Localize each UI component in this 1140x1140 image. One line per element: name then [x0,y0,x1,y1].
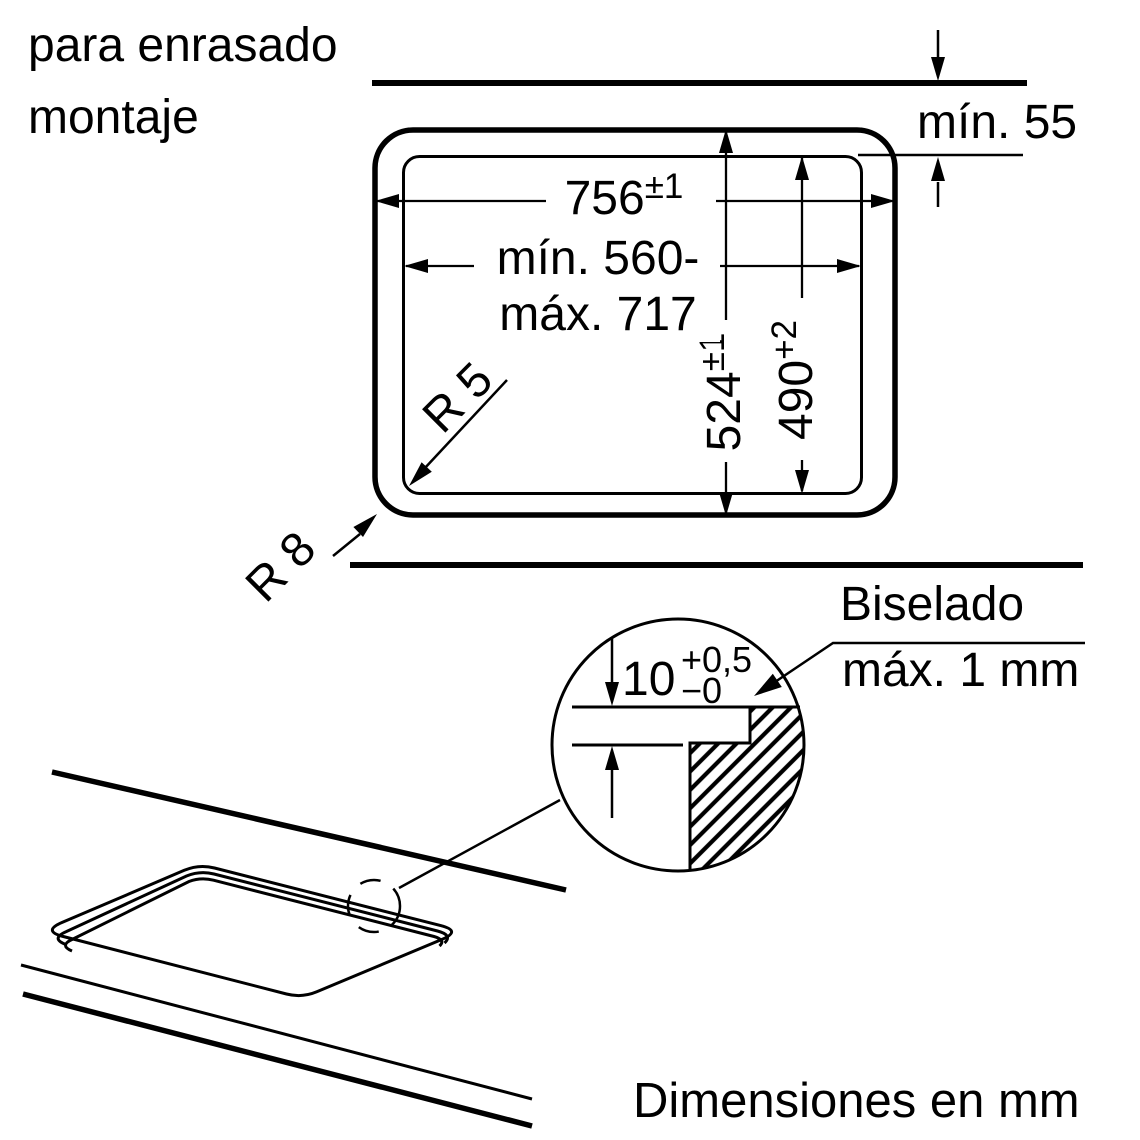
width-arrow-left-icon [375,194,399,208]
clearance-arrow-up-icon [931,157,945,181]
title: para enrasado montaje [28,19,338,144]
callout-inner-radius: R 5 [409,353,508,486]
recess-arrow-up-icon [605,746,619,770]
dim-cutout-depth: 490+2 [752,156,823,494]
cutout-depth-label: 490+2 [765,320,823,440]
cutout-width-label-line1: mín. 560- [497,232,700,285]
clearance-arrow-down-icon [931,57,945,81]
dim-appliance-depth: 524±1 [693,129,752,516]
depth-arrow-down-icon [719,492,733,516]
worktop-cutout-step-line-middle [56,871,449,946]
cutout-width-arrow-right-icon [837,259,861,273]
width-label-backdrop [546,176,716,222]
depth-arrow-up-icon [719,129,733,153]
width-label: 756±1 [565,167,684,225]
recess-arrow-down-icon [605,682,619,706]
appliance-outline [372,127,898,518]
outer-radius-arrow-icon [353,514,377,537]
dim-countertop-clearance: mín. 55 [858,30,1077,207]
cutout-width-label-line2: máx. 717 [499,288,696,341]
callout-bevel: Biselado máx. 1 mm [754,578,1085,697]
countertop-edge-line-bottom [350,562,1083,568]
countertop-edge-line-top [372,80,1027,86]
cutout-depth-arrow-down-icon [795,470,809,494]
detail-leader-line [398,798,561,890]
perspective-view [20,769,567,1129]
bevel-label-line1: Biselado [840,578,1024,631]
depth-label: 524±1 [693,333,751,452]
recess-depth-tolerance-plus: +0,5 [681,639,752,680]
worktop-front-edge-line-thick [22,991,533,1129]
cutout-depth-label-backdrop [752,298,810,460]
worktop-cutout-step-line-inner [64,877,444,953]
worktop-cutout-outline [50,864,454,998]
detail-circle [550,617,806,873]
dim-cutout-width: mín. 560- máx. 717 [404,232,861,342]
worktop-front-edge-line-thin [20,963,533,1101]
inner-radius-arrow-icon [409,462,432,486]
cutout-depth-arrow-up-icon [795,156,809,180]
title-line1: para enrasado [28,19,338,72]
bevel-leader-line [774,641,1085,684]
units-note: Dimensiones en mm [633,1074,1080,1128]
recess-depth-tolerance-minus: −0 [681,670,722,711]
outer-radius-leader-line [332,533,361,557]
bevel-label-line2: máx. 1 mm [842,644,1079,697]
depth-label-backdrop [694,320,752,462]
bevel-arrow-icon [754,673,782,696]
cutout-width-label-backdrop [474,232,720,342]
inner-radius-leader-line [423,379,508,470]
cutout-outline [402,155,863,495]
detail-marker-circle [346,878,402,934]
recess-step-outline [688,707,752,871]
clearance-label: mín. 55 [917,96,1077,149]
detail-circle-view: 10 +0,5 −0 [550,617,806,873]
outer-radius-label: R 8 [236,522,326,612]
dim-appliance-width: 756±1 [375,167,895,225]
title-line2: montaje [28,91,199,144]
recess-depth-value: 10 [622,653,675,706]
cutout-width-arrow-left-icon [404,259,428,273]
width-arrow-right-icon [871,194,895,208]
worktop-back-edge-line [51,769,567,893]
